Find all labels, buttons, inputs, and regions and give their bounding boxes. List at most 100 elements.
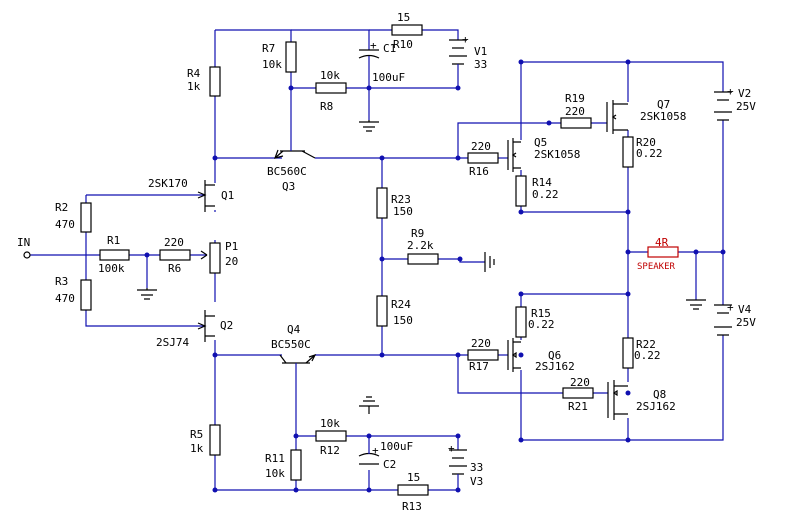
- svg-text:2.2k: 2.2k: [407, 239, 434, 252]
- resistor-r6: [159, 249, 191, 261]
- svg-text:0.22: 0.22: [532, 188, 559, 201]
- input-terminal: IN: [17, 236, 31, 259]
- bjt-q4: [279, 353, 317, 370]
- svg-text:P1: P1: [225, 240, 238, 253]
- svg-text:V3: V3: [470, 475, 483, 488]
- resistor-r10: [391, 24, 423, 36]
- resistor-r15: [515, 306, 527, 338]
- speaker-label: SPEAKER: [637, 262, 676, 272]
- resistor-r7: [285, 41, 297, 73]
- svg-text:Q6: Q6: [548, 349, 561, 362]
- svg-text:R7: R7: [262, 42, 275, 55]
- polarity-marks: + + + + + +: [370, 33, 734, 457]
- svg-text:Q5: Q5: [534, 136, 547, 149]
- svg-text:R22: R22: [636, 338, 656, 351]
- svg-text:220: 220: [471, 140, 491, 153]
- input-label: IN: [17, 236, 30, 249]
- battery-v2: [714, 91, 732, 121]
- svg-text:C2: C2: [383, 458, 396, 471]
- resistor-r20: [622, 136, 634, 168]
- battery-v3: [449, 449, 467, 480]
- resistors: [80, 24, 634, 496]
- svg-text:C1: C1: [383, 42, 396, 55]
- svg-text:10k: 10k: [262, 58, 282, 71]
- svg-text:R12: R12: [320, 444, 340, 457]
- svg-text:R4: R4: [187, 67, 201, 80]
- resistor-r11: [290, 449, 302, 481]
- jfet-q2: [197, 310, 215, 342]
- svg-text:100k: 100k: [98, 262, 125, 275]
- battery-v4: [714, 304, 732, 336]
- resistor-r9: [407, 253, 439, 265]
- svg-text:V2: V2: [738, 87, 751, 100]
- resistor-r24: [376, 295, 388, 327]
- svg-text:R5: R5: [190, 428, 203, 441]
- mosfet-q7: [606, 100, 628, 134]
- svg-text:470: 470: [55, 292, 75, 305]
- svg-text:150: 150: [393, 205, 413, 218]
- svg-text:R21: R21: [568, 400, 588, 413]
- svg-text:Q3: Q3: [282, 180, 295, 193]
- svg-text:100uF: 100uF: [372, 71, 405, 84]
- svg-text:+: +: [462, 33, 469, 46]
- jfet-q1: [197, 180, 215, 212]
- svg-text:10k: 10k: [320, 417, 340, 430]
- mosfet-q6: [507, 338, 521, 372]
- resistor-r2: [80, 202, 92, 233]
- svg-text:10k: 10k: [320, 69, 340, 82]
- svg-text:R1: R1: [107, 234, 120, 247]
- svg-text:V4: V4: [738, 303, 752, 316]
- svg-text:R17: R17: [469, 360, 489, 373]
- svg-text:1k: 1k: [187, 80, 201, 93]
- svg-text:R15: R15: [531, 307, 551, 320]
- speaker-value: 4R: [655, 236, 669, 249]
- svg-text:+: +: [727, 301, 734, 314]
- resistor-r21: [562, 387, 594, 399]
- svg-text:20: 20: [225, 255, 238, 268]
- resistor-r22: [622, 337, 634, 369]
- svg-text:R3: R3: [55, 275, 68, 288]
- resistor-r4: [209, 66, 221, 97]
- capacitor-c1: [358, 49, 380, 67]
- resistor-r16: [467, 152, 499, 164]
- svg-text:Q1: Q1: [221, 189, 234, 202]
- svg-text:0.22: 0.22: [634, 349, 661, 362]
- svg-text:BC560C: BC560C: [267, 165, 307, 178]
- svg-text:R20: R20: [636, 136, 656, 149]
- svg-text:15: 15: [407, 471, 420, 484]
- svg-text:R19: R19: [565, 92, 585, 105]
- resistor-r17: [467, 349, 499, 361]
- svg-text:2SJ162: 2SJ162: [535, 360, 575, 373]
- svg-text:Q2: Q2: [220, 319, 233, 332]
- svg-text:R6: R6: [168, 262, 181, 275]
- resistor-r5: [209, 424, 221, 456]
- svg-text:Q7: Q7: [657, 98, 670, 111]
- svg-text:R13: R13: [402, 500, 422, 513]
- svg-text:+: +: [448, 442, 455, 455]
- svg-text:470: 470: [55, 218, 75, 231]
- svg-text:+: +: [370, 39, 377, 52]
- svg-text:10k: 10k: [265, 467, 285, 480]
- svg-text:BC550C: BC550C: [271, 338, 311, 351]
- svg-text:2SK170: 2SK170: [148, 177, 188, 190]
- svg-text:25V: 25V: [736, 316, 756, 329]
- svg-text:R10: R10: [393, 38, 413, 51]
- svg-text:R2: R2: [55, 201, 68, 214]
- svg-text:R14: R14: [532, 176, 552, 189]
- wires: [30, 29, 724, 491]
- potentiometer-p1: [200, 242, 221, 274]
- resistor-r13: [397, 484, 429, 496]
- component-labels: R4 1k R7 10k C1 100uF 15 R10 V1 33 10k R…: [55, 11, 756, 513]
- svg-text:2SK1058: 2SK1058: [534, 148, 580, 161]
- battery-v1: [449, 39, 467, 72]
- resistor-r14: [515, 175, 527, 207]
- svg-text:220: 220: [565, 105, 585, 118]
- resistor-r8: [315, 82, 347, 94]
- svg-text:2SK1058: 2SK1058: [640, 110, 686, 123]
- svg-text:0.22: 0.22: [528, 318, 555, 331]
- svg-text:33: 33: [474, 58, 487, 71]
- speaker-load: [647, 246, 679, 258]
- svg-text:0.22: 0.22: [636, 147, 663, 160]
- svg-text:V1: V1: [474, 45, 487, 58]
